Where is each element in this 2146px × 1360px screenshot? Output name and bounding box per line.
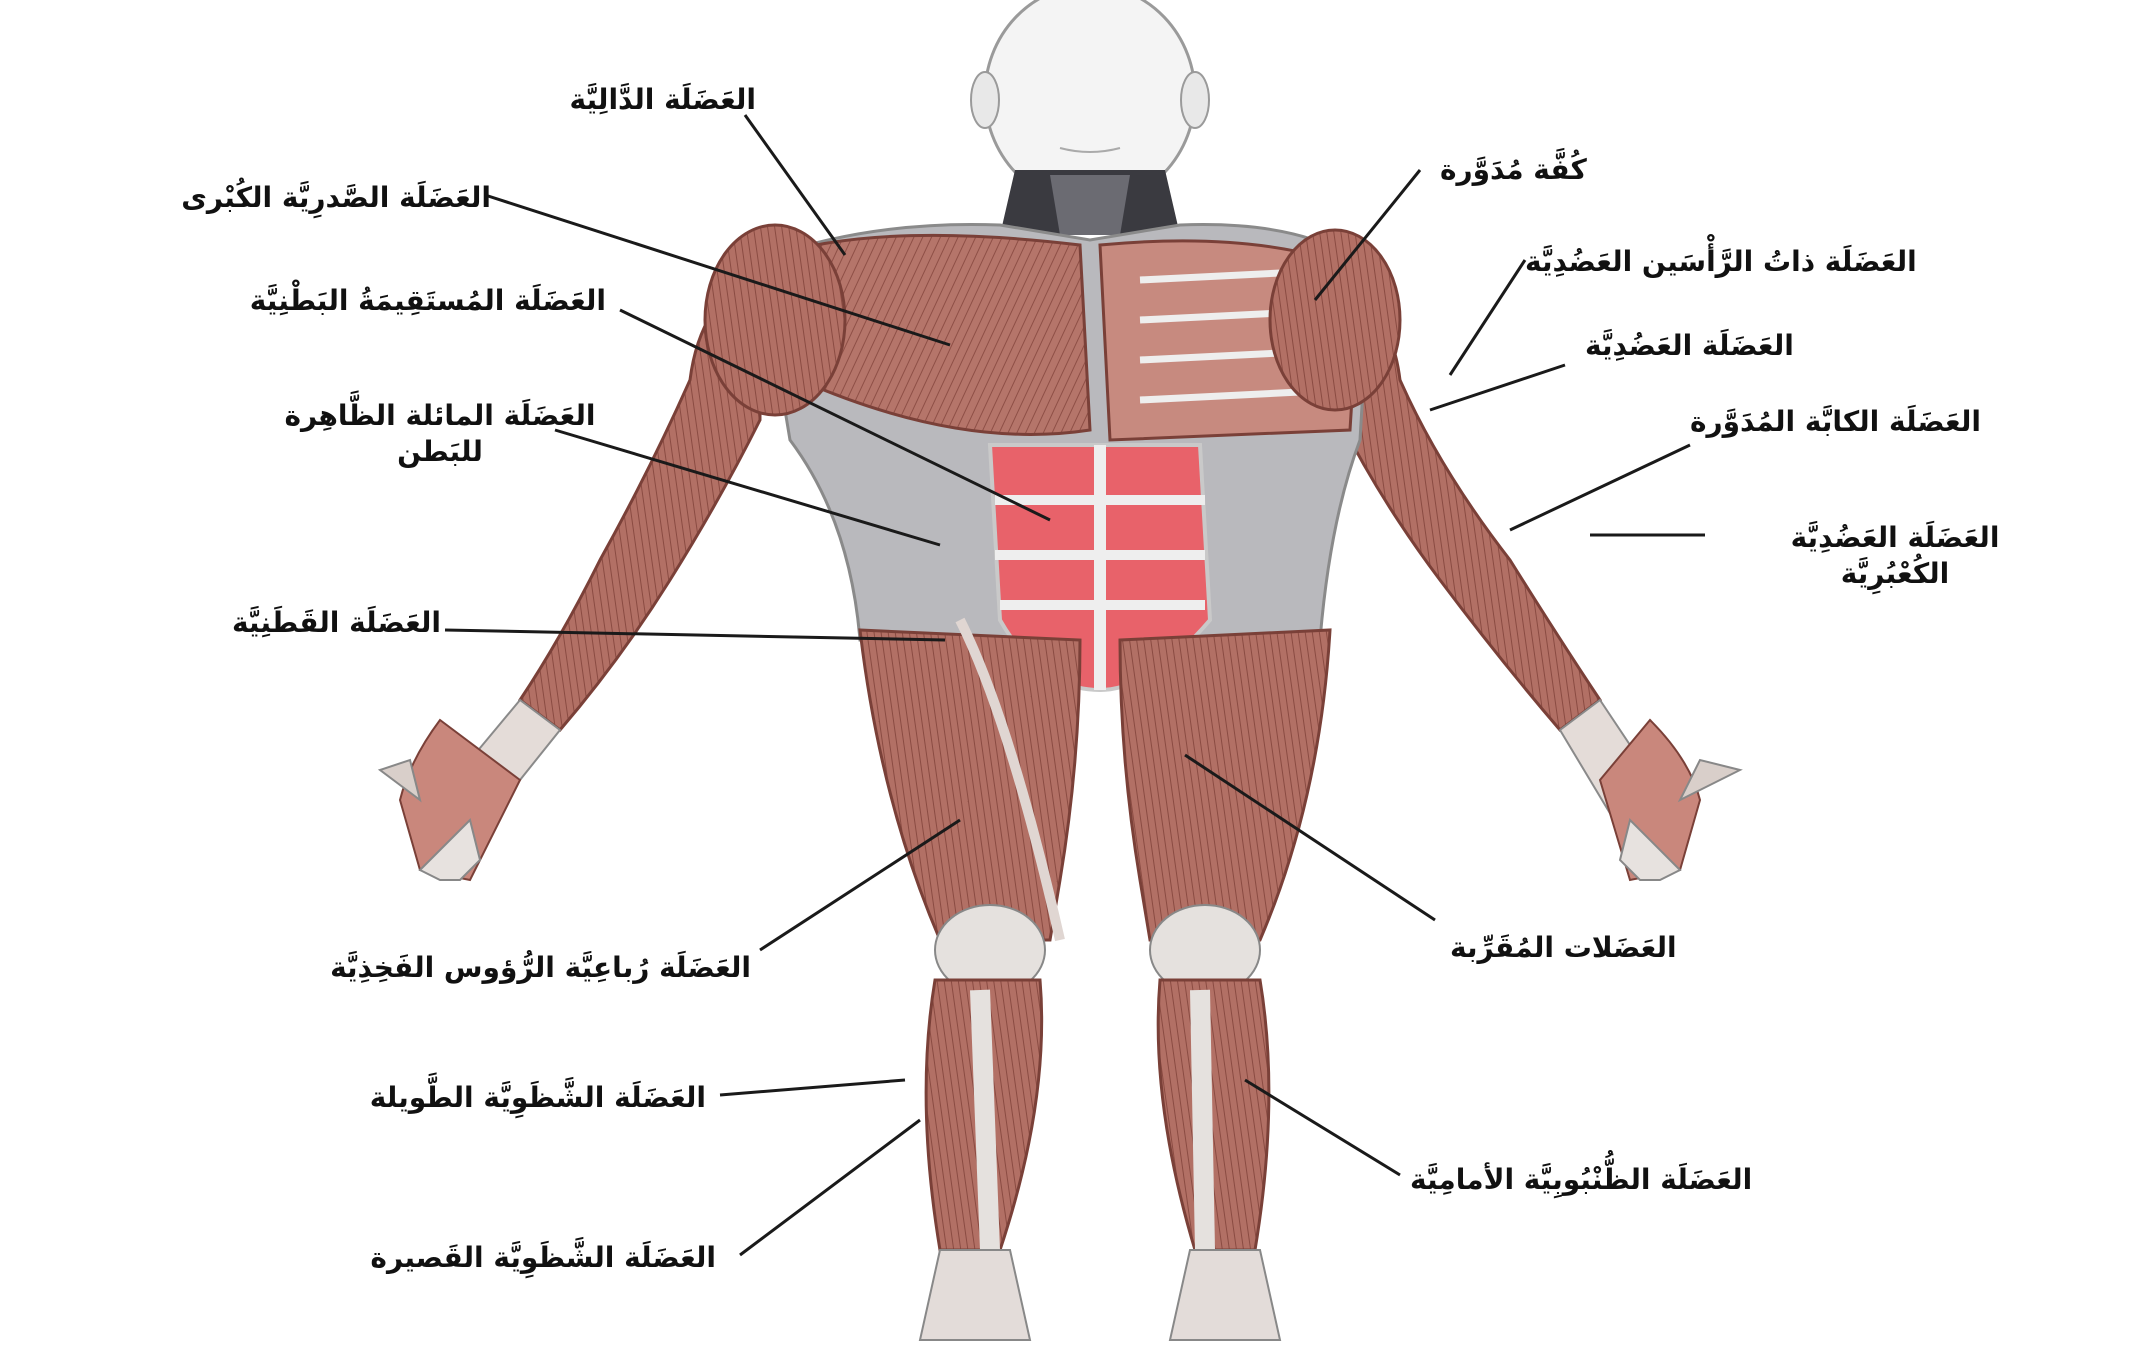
label-pectoralis-major: العَضَلَة الصَّدرِيَّة الكُبْرى xyxy=(181,180,491,216)
label-quadriceps: العَضَلَة رُباعِيَّة الرُّؤوس الفَخِذِيَ… xyxy=(330,950,751,986)
label-pronator-teres: العَضَلَة الكابَّة المُدَوَّرة xyxy=(1690,404,1981,440)
label-tibialis-anterior: العَضَلَة الظُّنْبُوبِيَّة الأمامِيَّة xyxy=(1410,1162,1752,1198)
label-rectus-abdominis: العَضَلَة المُستَقِيمَةُ البَطْنِيَّة xyxy=(250,283,606,319)
leader-line-brachialis xyxy=(1430,365,1565,410)
left-arm xyxy=(380,270,760,880)
label-brachioradialis-line1: العَضَلَة العَضُدِيَّة xyxy=(1715,520,2075,556)
right-leg xyxy=(1120,630,1330,1340)
label-adductors: العَضَلات المُقَرِّبة xyxy=(1450,930,1677,966)
left-leg xyxy=(860,620,1080,1340)
torso xyxy=(705,224,1400,690)
label-sartorius: العَضَلَة القَطَنِيَّة xyxy=(232,605,441,641)
label-external-oblique-line2: للبَطن xyxy=(270,434,610,470)
leader-line-biceps xyxy=(1450,260,1525,375)
label-external-oblique-line1: العَضَلَة المائلة الظَّاهِرة xyxy=(270,398,610,434)
label-brachioradialis-line2: الكُعْبُرِيَّة xyxy=(1715,556,2075,592)
leader-line-pronator-teres xyxy=(1510,445,1690,530)
label-peroneus-brevis: العَضَلَة الشَّظَوِيَّة القَصيرة xyxy=(370,1240,716,1276)
label-external-oblique: العَضَلَة المائلة الظَّاهِرة للبَطن xyxy=(270,398,610,470)
neck xyxy=(1000,170,1180,235)
label-biceps: العَضَلَة ذاتُ الرَّأْسَين العَضُدِيَّة xyxy=(1525,244,1917,280)
leader-line-peroneus-longus xyxy=(720,1080,905,1095)
label-brachioradialis: العَضَلَة العَضُدِيَّة الكُعْبُرِيَّة xyxy=(1715,520,2075,592)
label-brachialis: العَضَلَة العَضُدِيَّة xyxy=(1585,328,1794,364)
label-rotator-cuff: كُفَّة مُدَوَّرة xyxy=(1440,152,1587,188)
label-peroneus-longus: العَضَلَة الشَّظَوِيَّة الطَّويلة xyxy=(370,1080,706,1116)
leader-line-peroneus-brevis xyxy=(740,1120,920,1255)
label-deltoid: العَضَلَة الدَّالِيَّة xyxy=(570,82,756,118)
